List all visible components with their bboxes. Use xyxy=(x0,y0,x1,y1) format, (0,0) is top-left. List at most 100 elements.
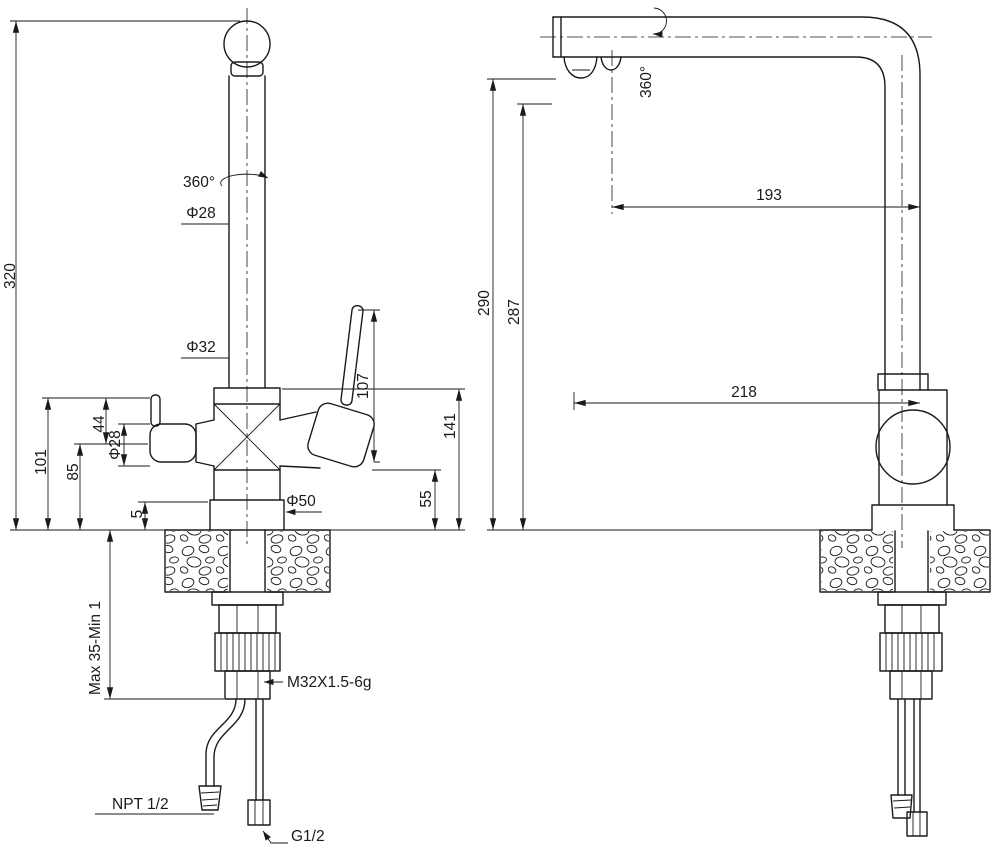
dim-218-label: 218 xyxy=(731,384,757,401)
spout-dia-label: Φ28 xyxy=(186,205,216,222)
dim-320-label: 320 xyxy=(2,263,19,289)
swivel-arrow-side xyxy=(652,7,667,38)
label-g12-thread: G1/2 xyxy=(262,828,325,845)
dim-handle-dia-label: Φ28 xyxy=(107,430,124,460)
body-collar-side xyxy=(877,373,929,391)
lower-fitting-front-detail xyxy=(236,671,259,699)
spout-neck xyxy=(230,61,264,77)
spline-nut-front-teeth xyxy=(220,633,276,671)
swivel-arrow-front xyxy=(220,170,269,187)
dim-85: 85 xyxy=(65,443,148,530)
left-hose xyxy=(205,698,246,787)
front-view: 320 101 85 44 Φ28 xyxy=(2,8,465,845)
spline-nut-side xyxy=(879,632,943,672)
g12-fitting-side xyxy=(906,811,928,837)
hoses-side xyxy=(897,698,921,813)
dim-mounting-range: Max 35-Min 1 xyxy=(87,530,224,700)
dim-5: 5 xyxy=(129,501,208,530)
dim-44: 44 xyxy=(91,398,110,444)
dim-base-diameter: Φ50 xyxy=(286,493,322,516)
dim-handle-diameter: Φ28 xyxy=(107,423,150,467)
label-swivel-side: 360° xyxy=(638,66,655,98)
label-spout-diameter: Φ28 xyxy=(181,205,229,225)
left-handle-pin xyxy=(150,394,161,427)
right-handle xyxy=(279,304,375,469)
dim-85-label: 85 xyxy=(65,463,82,480)
g12-fitting-detail xyxy=(254,800,264,825)
dim-107-label: 107 xyxy=(355,373,372,399)
dimensions-side: 360° 193 218 290 287 xyxy=(476,66,920,531)
npt-thread-label: NPT 1/2 xyxy=(112,796,169,813)
left-handle-body xyxy=(149,423,197,463)
dim-101: 101 xyxy=(33,397,150,530)
label-npt-thread: NPT 1/2 xyxy=(95,796,214,815)
dim-218: 218 xyxy=(573,384,920,410)
dim-287-label: 287 xyxy=(506,299,523,325)
npt-fitting xyxy=(198,785,222,811)
body-dia-label: Φ32 xyxy=(186,339,216,356)
shank-through-counter xyxy=(229,529,266,593)
countertop-outline-side xyxy=(819,529,991,593)
body-side-outline xyxy=(871,389,955,531)
g12-fitting xyxy=(247,799,271,826)
base-flange xyxy=(209,499,285,531)
dim-193: 193 xyxy=(612,187,920,211)
npt-fitting-side-threads xyxy=(892,799,912,809)
dim-44-label: 44 xyxy=(91,415,108,433)
dim-55: 55 xyxy=(372,469,441,530)
g12-thread-label: G1/2 xyxy=(291,828,325,845)
label-body-diameter: Φ32 xyxy=(181,339,229,359)
spline-nut-side-teeth xyxy=(885,633,935,671)
countertop-hatch-left-side xyxy=(821,531,893,591)
left-handle xyxy=(149,394,215,467)
dim-320-extensions xyxy=(10,20,240,531)
label-swivel-front: 360° xyxy=(183,174,215,191)
left-handle-cone xyxy=(195,419,215,467)
countertop-side xyxy=(819,529,991,593)
dim-320: 320 xyxy=(2,20,240,531)
label-shank-thread: M32X1.5-6g xyxy=(264,674,371,691)
cartridge-cap-circle xyxy=(875,409,951,485)
countertop-hatch-right xyxy=(267,531,329,591)
dim-5-label: 5 xyxy=(129,510,146,519)
mounting-hardware-side xyxy=(877,591,947,700)
dimensions-front: 320 101 85 44 Φ28 xyxy=(2,20,465,845)
swivel-front-label: 360° xyxy=(183,174,215,191)
dim-141: 141 xyxy=(282,388,465,531)
lower-fitting-front xyxy=(224,670,271,700)
aerator-detail xyxy=(563,56,622,79)
bracket-side xyxy=(884,604,940,634)
g12-fitting-side-detail xyxy=(912,812,921,836)
faucet-front xyxy=(149,8,375,548)
shank-through-counter-side xyxy=(894,530,929,593)
npt-fitting-side xyxy=(890,794,913,819)
bracket-front-detail xyxy=(236,605,259,633)
spout-outer-side xyxy=(552,16,921,391)
dim-55-label: 55 xyxy=(418,490,435,507)
faucet-side xyxy=(540,7,955,548)
bracket-front xyxy=(218,604,277,634)
npt-fitting-threads xyxy=(200,791,220,807)
right-handle-bell xyxy=(307,402,375,468)
right-handle-cone xyxy=(279,411,321,469)
spout-column xyxy=(228,75,266,389)
dim-290-label: 290 xyxy=(476,290,493,316)
lower-fitting-side-detail xyxy=(901,671,922,699)
dim-193-label: 193 xyxy=(756,187,782,204)
bracket-side-detail xyxy=(901,605,922,633)
dim-mounting-range-label: Max 35-Min 1 xyxy=(87,601,104,695)
spout-inner-side xyxy=(552,56,886,391)
dim-290: 290 xyxy=(476,78,820,531)
side-view: 360° 193 218 290 287 xyxy=(476,7,991,837)
g12-thread-leader xyxy=(262,830,288,844)
swivel-side-label: 360° xyxy=(638,66,655,98)
centerlines-side xyxy=(540,36,932,548)
dim-141-extensions xyxy=(282,388,465,531)
body-walls xyxy=(213,403,281,501)
countertop-hatch-right-side xyxy=(930,531,989,591)
supply-hoses-side xyxy=(890,698,928,837)
countertop-outline-front xyxy=(164,529,331,593)
dim-101-label: 101 xyxy=(33,449,50,475)
dim-290-extensions xyxy=(487,78,820,531)
